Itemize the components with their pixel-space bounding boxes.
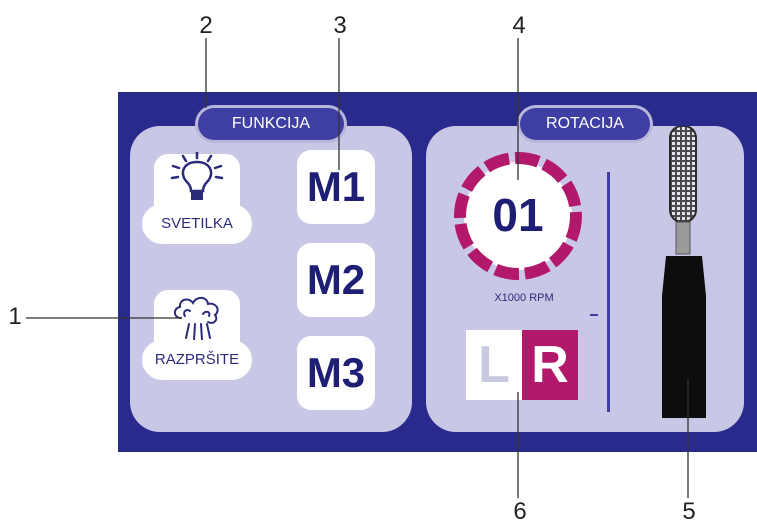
light-button[interactable]: SVETILKA [142,150,252,254]
memory-button-m2[interactable]: M2 [297,243,375,317]
rotacija-tab: ROTACIJA [520,108,650,140]
callout-number-5: 5 [682,498,696,525]
device-screen: FUNKCIJA SVETILKA [118,92,757,452]
spray-button-label: RAZPRŠITE [142,340,252,380]
speed-ring [452,150,584,287]
small-mark [590,314,598,316]
memory-button-m1[interactable]: M1 [297,150,375,224]
panel-divider [607,172,610,412]
speed-value: 01 [492,189,544,241]
speed-unit-label: X1000 RPM [494,292,554,304]
direction-right-button[interactable]: R [522,330,578,400]
handpiece-icon [656,125,712,427]
light-button-label: SVETILKA [142,204,252,244]
callout-number-6: 6 [513,498,527,525]
spray-icon [167,294,227,349]
callout-number-2: 2 [199,12,213,39]
funkcija-tab: FUNKCIJA [198,108,344,140]
lightbulb-icon [169,150,225,211]
direction-left-button[interactable]: L [466,330,522,400]
callout-number-4: 4 [512,12,526,39]
callout-number-1: 1 [8,303,22,330]
spray-button[interactable]: RAZPRŠITE [142,290,252,390]
callout-number-3: 3 [333,12,347,39]
memory-button-m3[interactable]: M3 [297,336,375,410]
